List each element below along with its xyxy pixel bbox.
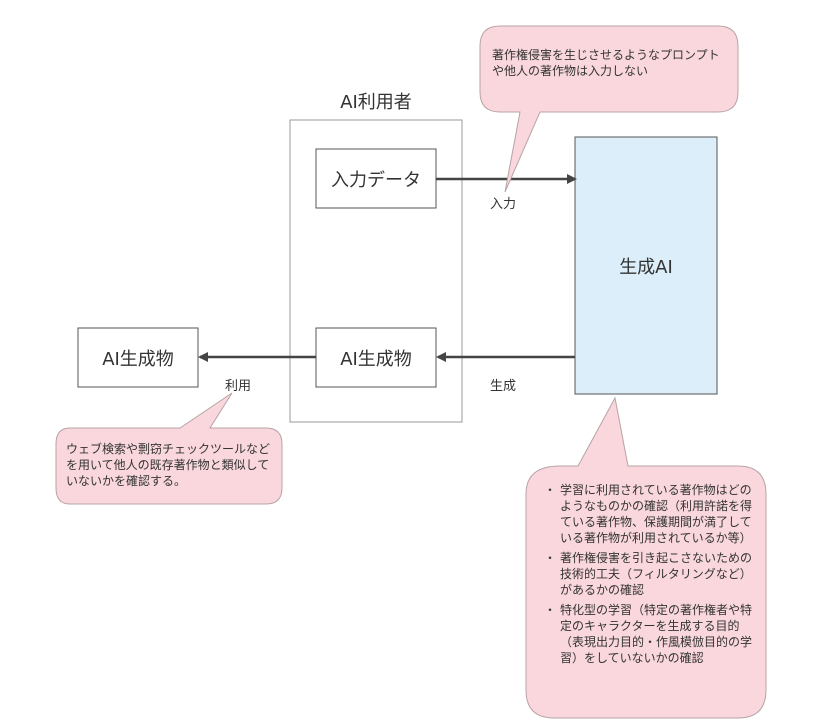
input-data-label: 入力データ <box>331 169 421 191</box>
ai-output-user-box <box>315 327 437 388</box>
ai-output-user-label: AI生成物 <box>340 348 412 370</box>
bottom-callout-shape <box>525 396 767 719</box>
bottom-callout-item: ・ 学習に利用されている著作物はどのようなものかの確認（利用許諾を得ている著作物… <box>542 482 752 546</box>
generative-ai-label: 生成AI <box>619 256 673 278</box>
top-callout-body: 著作権侵害を生じさせるようなプロンプトや他人の著作物は入力しない <box>492 48 720 78</box>
bullet-dot: ・ <box>544 551 557 565</box>
generate-arrow-label: 生成 <box>490 379 517 394</box>
input-arrow-label: 入力 <box>490 197 517 212</box>
bottom-callout-item: ・ 特化型の学習（特定の著作権者や特定のキャラクターを生成する目的（表現出力目的… <box>542 602 752 666</box>
top-callout-shape <box>479 25 739 193</box>
left-callout-text: ウェブ検索や剽窃チェックツールなどを用いて他人の既存著作物と類似していないかを確… <box>66 441 274 489</box>
top-callout-text: 著作権侵害を生じさせるようなプロンプトや他人の著作物は入力しない <box>492 47 730 79</box>
use-arrow-label: 利用 <box>225 379 252 394</box>
ai-user-group-title: AI利用者 <box>340 92 412 113</box>
ai-user-group-frame <box>289 119 463 423</box>
bullet-dot: ・ <box>544 603 557 617</box>
bottom-callout-item-text: 著作権侵害を引き起こさないための技術的工夫（フィルタリングなど）があるかの確認 <box>560 551 753 597</box>
bottom-callout-item: ・ 著作権侵害を引き起こさないための技術的工夫（フィルタリングなど）があるかの確… <box>542 550 752 598</box>
bottom-callout-item-text: 学習に利用されている著作物はどのようなものかの確認（利用許諾を得ている著作物、保… <box>560 483 753 545</box>
input-data-box <box>315 148 437 209</box>
left-callout-shape <box>55 392 283 505</box>
bottom-callout-list: ・ 学習に利用されている著作物はどのようなものかの確認（利用許諾を得ている著作物… <box>542 482 752 666</box>
generative-ai-box <box>574 136 718 395</box>
ai-output-final-label: AI生成物 <box>102 348 174 370</box>
left-callout-body: ウェブ検索や剽窃チェックツールなどを用いて他人の既存著作物と類似していないかを確… <box>66 442 271 488</box>
bottom-callout-item-text: 特化型の学習（特定の著作権者や特定のキャラクターを生成する目的（表現出力目的・作… <box>560 603 753 665</box>
bottom-callout-text: ・ 学習に利用されている著作物はどのようなものかの確認（利用許諾を得ている著作物… <box>542 482 752 670</box>
bullet-dot: ・ <box>544 483 557 497</box>
